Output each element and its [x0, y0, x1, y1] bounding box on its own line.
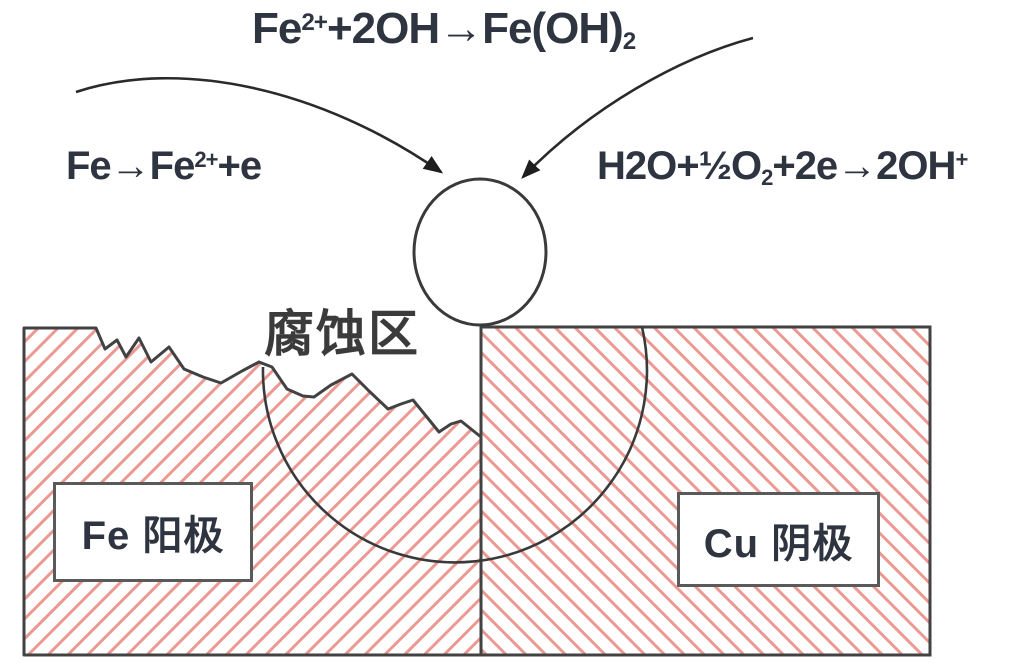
eq-text: +2OH→Fe(OH): [326, 4, 624, 53]
equation-hydroxide-formation: Fe2++2OH→Fe(OH)2: [252, 4, 636, 56]
eq-text: +2e→2OH: [772, 144, 956, 188]
eq-text: Fe→Fe: [66, 144, 195, 188]
reaction-arrow-right: [521, 36, 754, 179]
eq-text: Fe: [252, 4, 302, 53]
corrosion-zone-label: 腐蚀区: [264, 306, 420, 362]
anode-label-box: Fe 阳极: [53, 482, 253, 582]
eq-subscript: 2: [761, 164, 773, 190]
equation-cathode-reaction: H2O+½O2+2e→2OH+: [597, 144, 968, 190]
water-droplet: [412, 177, 548, 327]
cathode-label-box: Cu 阴极: [677, 492, 880, 587]
current-path-arc: [261, 326, 649, 564]
equation-anode-reaction: Fe→Fe2++e: [66, 144, 262, 189]
eq-subscript: 2: [622, 28, 636, 56]
eq-superscript: +: [955, 146, 968, 172]
anode-label: Fe 阳极: [81, 514, 225, 558]
eq-superscript: 2+: [301, 8, 328, 36]
cathode-label: Cu 阴极: [703, 521, 854, 566]
eq-superscript: 2+: [194, 146, 218, 172]
reaction-arrow-left: [75, 77, 444, 174]
eq-text: +e: [217, 144, 262, 188]
eq-text: H2O+½O: [597, 144, 762, 188]
cathode-block: [479, 325, 932, 657]
